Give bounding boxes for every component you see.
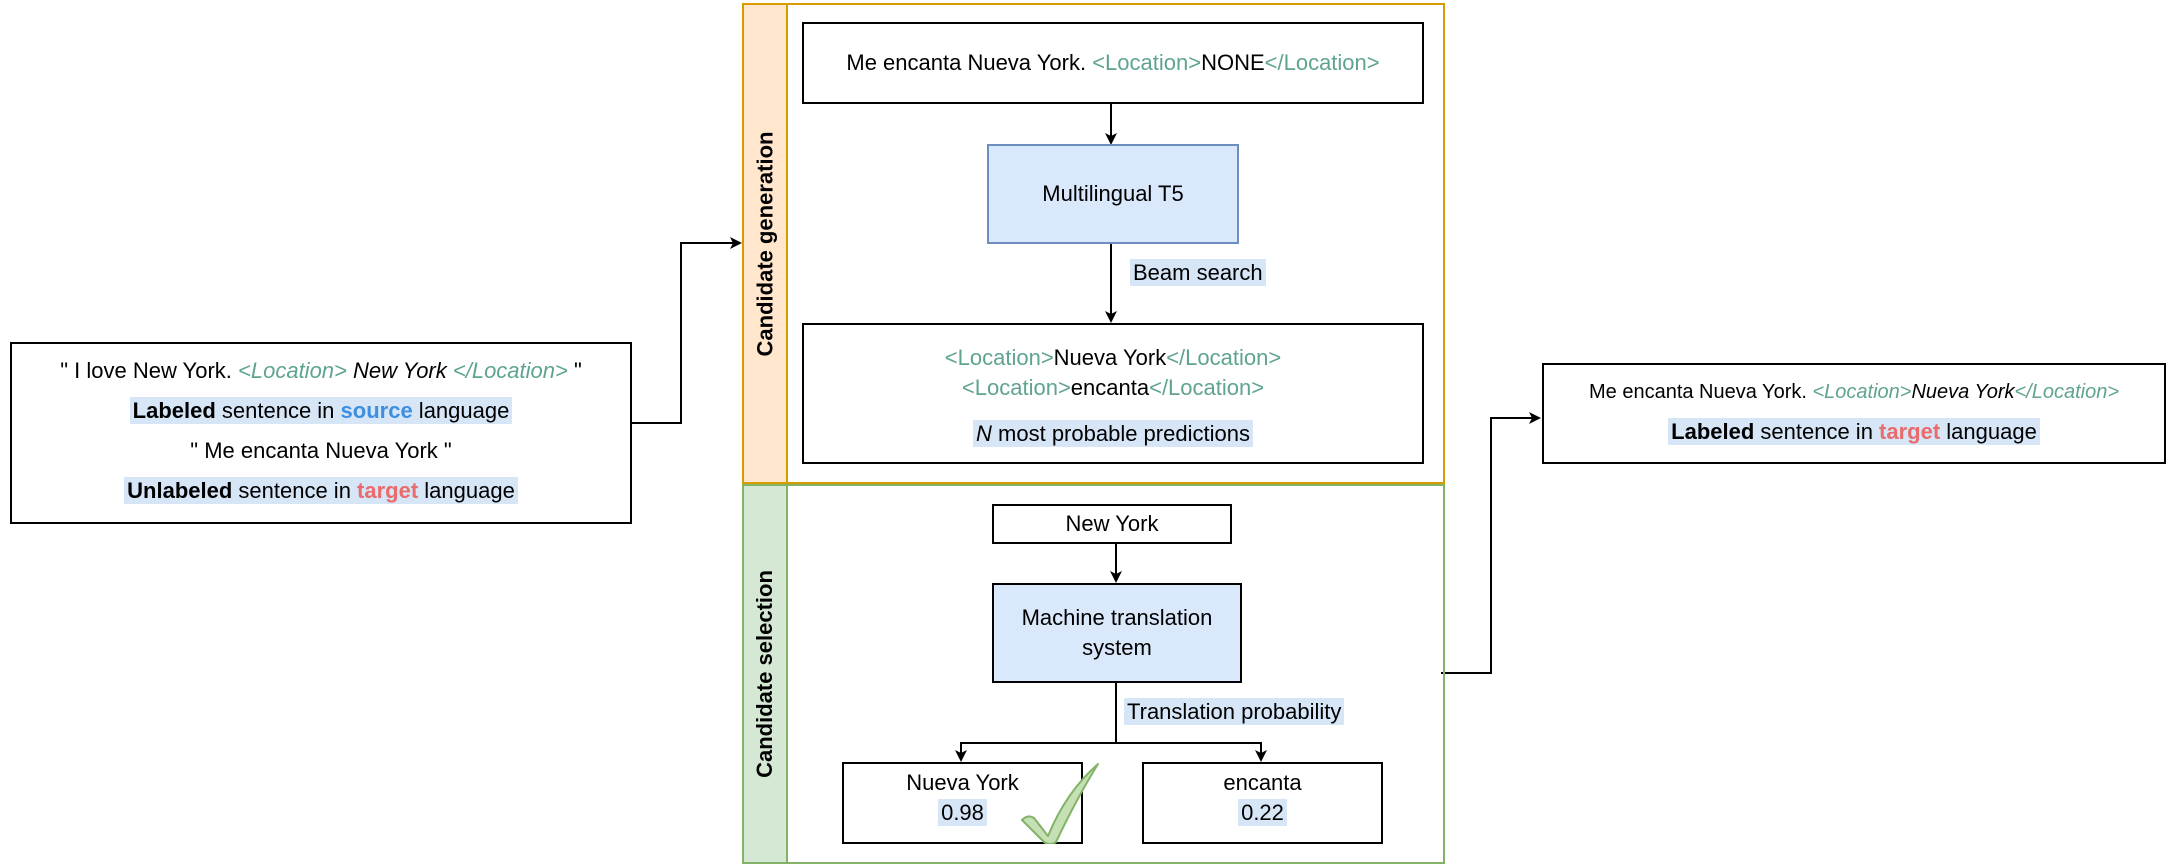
arrow-selection-to-output [1441, 412, 1541, 674]
unlabeled-target-caption: Unlabeled sentence in target language [12, 477, 630, 504]
arrow-mt-to-candidate-2 [1116, 742, 1267, 762]
input-example-box: " I love New York. <Location> New York <… [10, 342, 632, 524]
candidate-box-2: encanta 0.22 [1142, 762, 1383, 844]
candidate-2-score: 0.22 [1144, 799, 1381, 826]
predictions-box: <Location>Nueva York</Location> <Locatio… [802, 323, 1424, 464]
labeled-target-caption: Labeled sentence in target language [1544, 418, 2164, 445]
candidate-generation-label: Candidate generation [742, 3, 788, 484]
prediction-1: <Location>Nueva York</Location> [944, 345, 1282, 370]
labeled-source-caption: Labeled sentence in source language [12, 397, 630, 424]
arrow-mt-to-candidates [955, 682, 1117, 762]
output-example-box: Me encanta Nueva York. <Location>Nueva Y… [1542, 363, 2166, 464]
checkmark-icon [1021, 763, 1099, 844]
machine-translation-box: Machine translation system [992, 583, 1242, 683]
labeled-source-sentence: " I love New York. <Location> New York <… [60, 358, 582, 383]
source-entity-box: New York [992, 504, 1232, 544]
candidate-selection-label: Candidate selection [742, 484, 788, 864]
multilingual-t5-box: Multilingual T5 [987, 144, 1239, 244]
candidate-2-text: encanta [1223, 770, 1302, 795]
labeled-target-sentence: Me encanta Nueva York. <Location>Nueva Y… [1588, 381, 2120, 403]
generation-input-box: Me encanta Nueva York. <Location>NONE</L… [802, 22, 1424, 104]
arrow-input-to-generation [632, 237, 742, 424]
candidate-1-score: 0.98 [844, 799, 1081, 826]
candidate-1-text: Nueva York [906, 770, 1019, 795]
beam-search-label: Beam search [1130, 259, 1266, 286]
translation-probability-label: Translation probability [1124, 698, 1345, 725]
predictions-caption: N most probable predictions [804, 420, 1422, 447]
unlabeled-target-sentence: " Me encanta Nueva York " [190, 438, 452, 463]
prediction-2: <Location>encanta</Location> [961, 375, 1265, 400]
